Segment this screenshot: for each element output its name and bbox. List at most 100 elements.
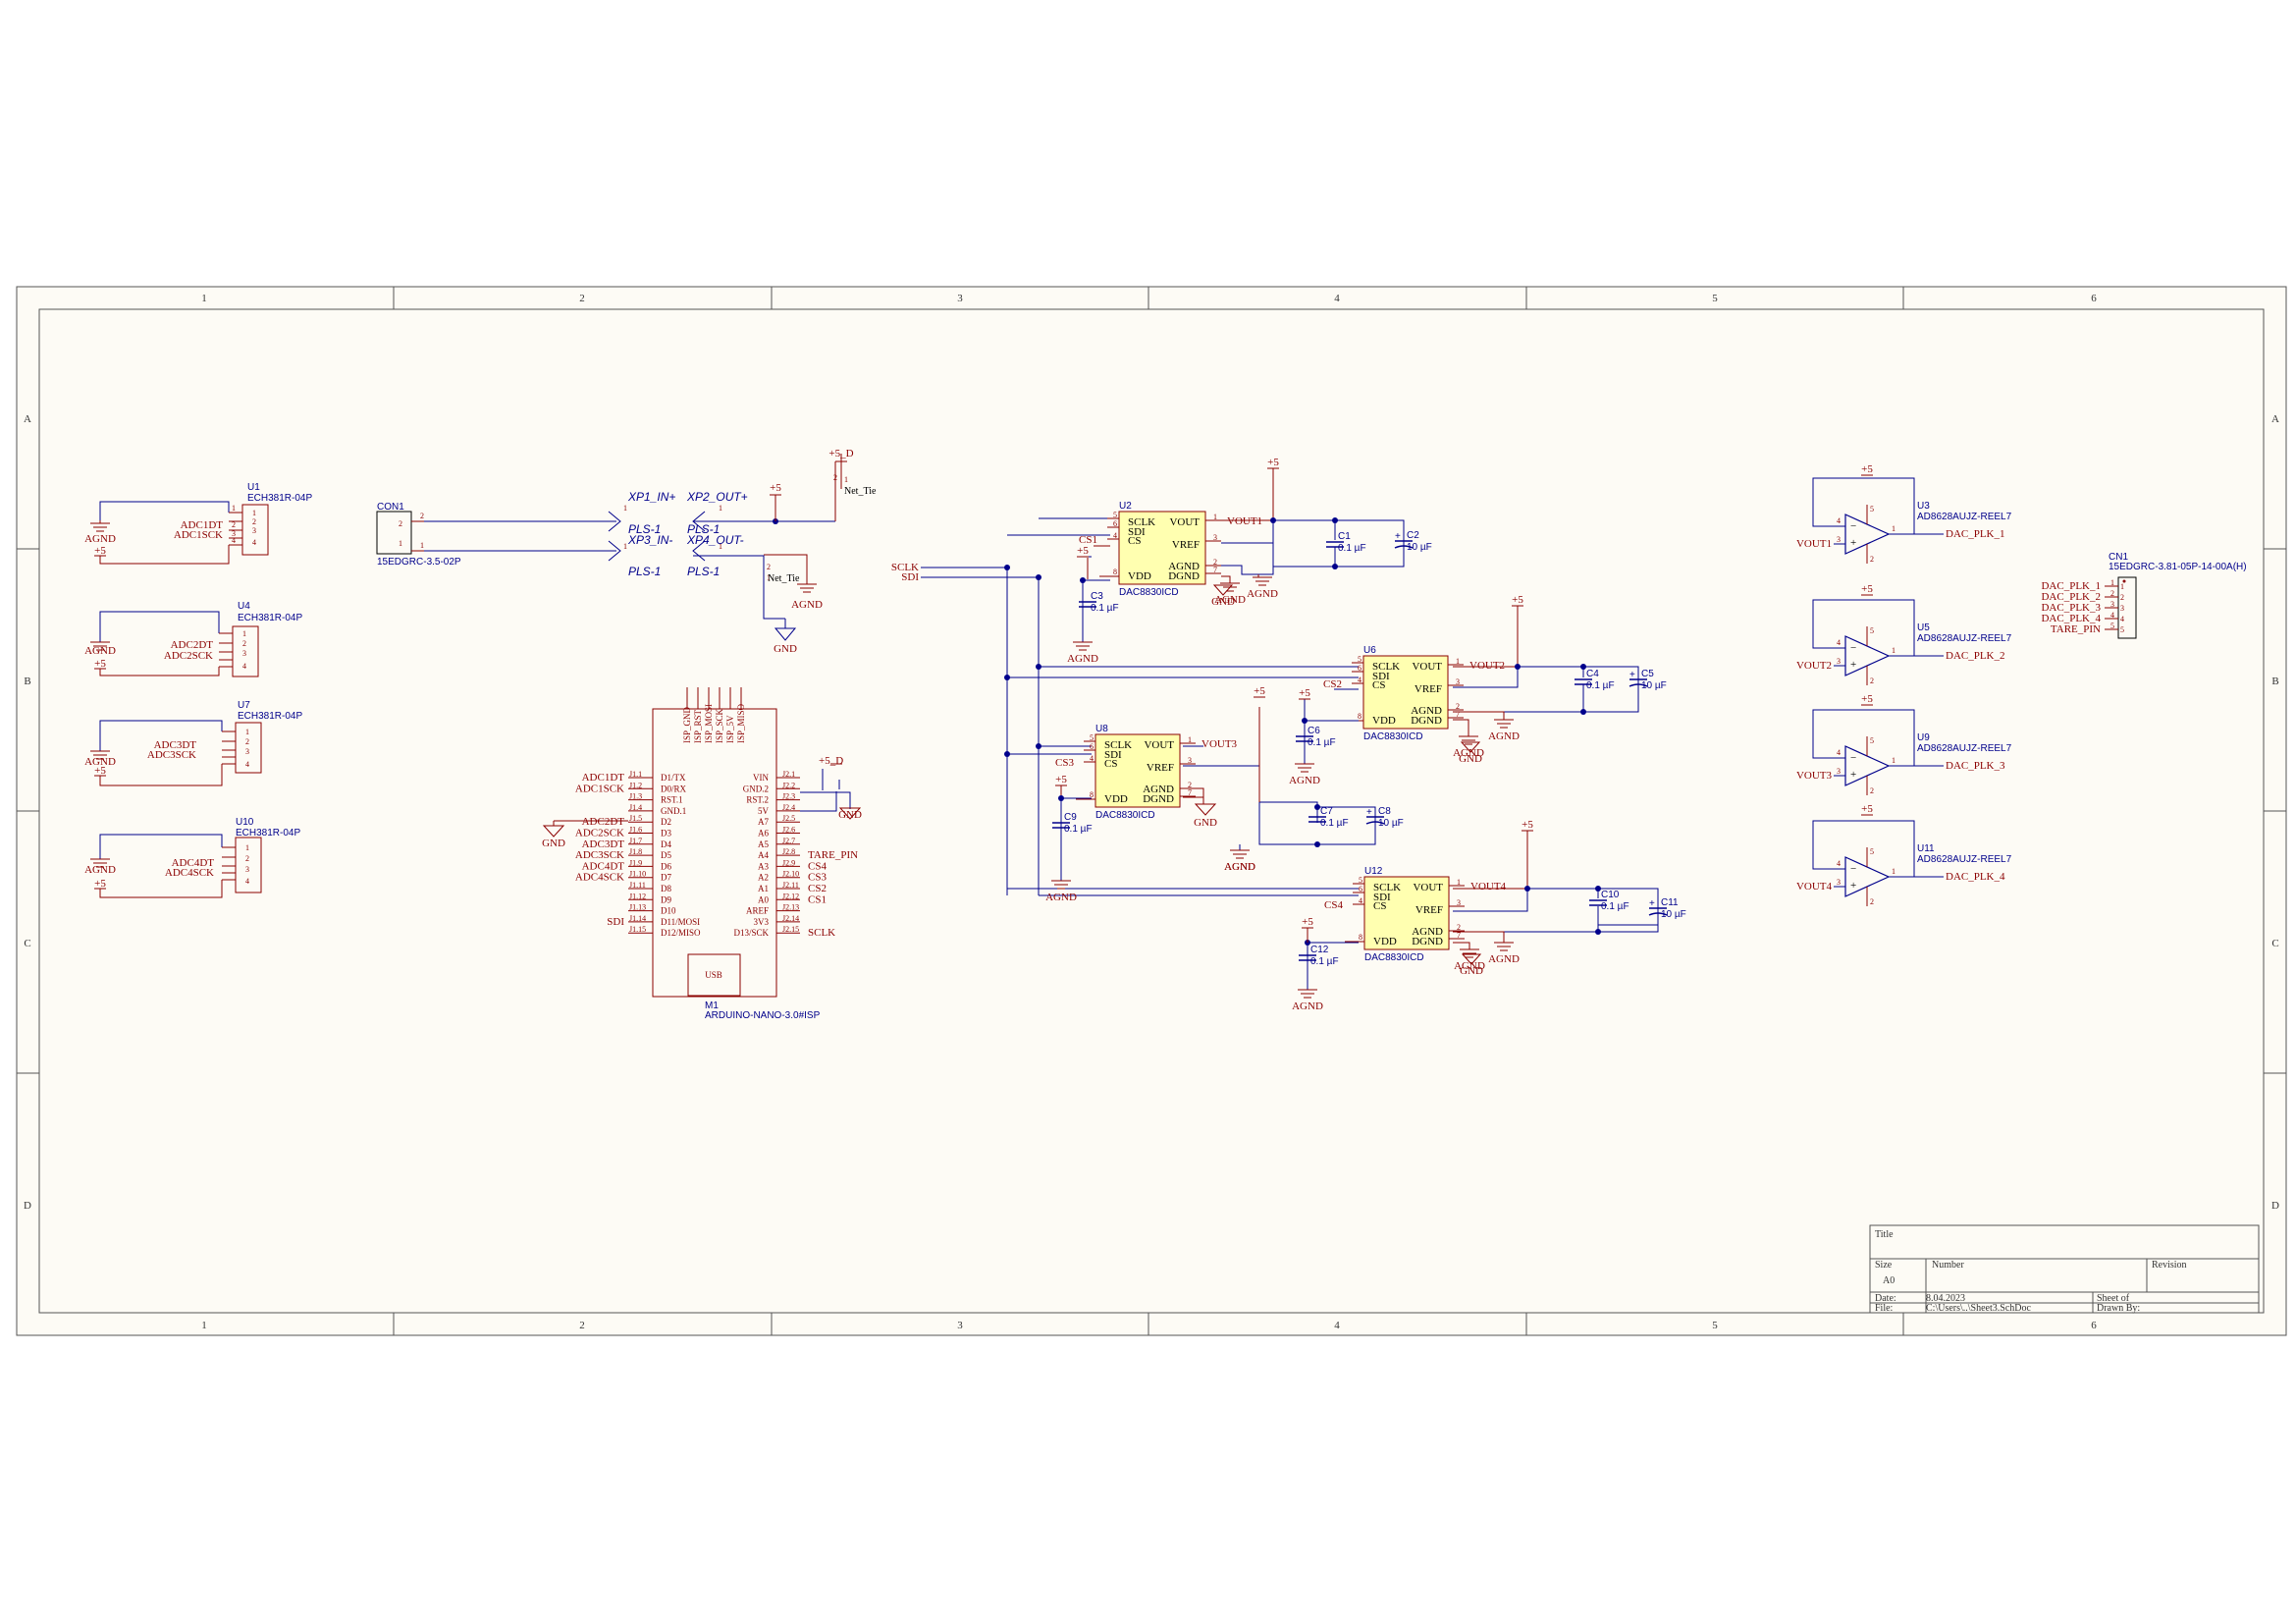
capacitor-value: 0.1 µF [1320, 818, 1349, 829]
dac-pin-vout: VOUT [1413, 882, 1443, 893]
opamp-part: AD8628AUJZ-REEL7 [1917, 854, 2012, 865]
capacitor-plus-sign: + [1629, 670, 1635, 680]
arduino-pin-number: J2.7 [782, 837, 795, 845]
svg-text:2: 2 [420, 512, 424, 520]
dac-part: DAC8830ICD [1364, 952, 1424, 963]
arduino-pin-name: D5 [661, 850, 671, 860]
svg-text:4: 4 [245, 760, 249, 769]
dac-pin-agnd: AGND [1412, 926, 1443, 938]
arduino-pin-name: A7 [758, 817, 769, 827]
agnd-symbol: AGND [1488, 942, 1520, 965]
arduino-pin-name: A6 [758, 829, 769, 839]
opamp-pin-num: 1 [1892, 524, 1896, 533]
arduino-pin-name: A4 [758, 850, 769, 860]
capacitor-c9[interactable]: C90.1 µF [1052, 812, 1093, 835]
cn1-pin-number: 4 [2120, 615, 2124, 623]
capacitor-c6[interactable]: C60.1 µF [1296, 726, 1336, 748]
arduino-pin-number: J1.10 [629, 870, 646, 879]
plus5-symbol: +5 [1512, 594, 1523, 607]
plus5-symbol: +5 [1861, 693, 1873, 706]
arduino-ref: M1 [705, 1001, 719, 1011]
arduino-pin-name: D0/RX [661, 784, 687, 793]
dac-cs-net: CS4 [1324, 899, 1343, 911]
plus5-symbol: +5 [1055, 774, 1067, 786]
arduino-net-label: ADC4DT [582, 860, 625, 872]
col-label-top-1: 1 [201, 293, 207, 304]
dac-pin-vout: VOUT [1144, 739, 1174, 751]
u7-agnd: AGND [84, 756, 116, 768]
dac-pin-num: 7 [1213, 566, 1217, 574]
capacitor-plus-sign: + [1366, 807, 1372, 818]
xp4-name: XP4_OUT- [686, 533, 744, 547]
u7-net-sck: ADC3SCK [147, 749, 196, 761]
xp3-type: PLS-1 [628, 565, 661, 578]
row-label-left-d: D [24, 1200, 31, 1212]
dac-pin-num: 8 [1090, 790, 1094, 799]
opamp-pin-num: 3 [1837, 878, 1841, 887]
capacitor-c7[interactable]: C70.1 µF [1308, 806, 1349, 829]
arduino-net-label: CS1 [808, 893, 827, 905]
arduino-pin-name: A5 [758, 839, 769, 849]
dac-pin-cs: CS [1372, 679, 1385, 691]
opamp-ref: U9 [1917, 732, 1930, 743]
gnd-label: GND [1194, 817, 1217, 829]
dac-pin-sdi: SDI [1128, 526, 1146, 538]
connector-con1[interactable]: CON1 15EDGRC-3.5-02P 2 1 21 [376, 502, 616, 568]
plus5-label: +5 [1522, 819, 1533, 831]
opamp-output-net: DAC_PLK_3 [1946, 760, 2005, 772]
opamp-minus-sign: − [1850, 642, 1856, 654]
opamp-ref: U11 [1917, 843, 1935, 854]
opamp-pin-num: 3 [1837, 657, 1841, 666]
dac-u2[interactable]: U2DAC8830ICDSCLKSDICSVDDVOUTVREFAGNDDGND… [1079, 501, 1262, 598]
row-label-right-b: B [2271, 676, 2278, 687]
drawn-by-label: Drawn By: [2097, 1303, 2140, 1314]
col-label-bottom-3: 3 [957, 1320, 963, 1331]
capacitor-c3[interactable]: C30.1 µF [1079, 591, 1119, 614]
plus5-label: +5 [1861, 803, 1873, 815]
arduino-net-label: SCLK [808, 927, 835, 939]
dac-u6[interactable]: U6DAC8830ICDSCLKSDICSVDDVOUTVREFAGNDDGND… [1323, 645, 1505, 742]
dac-pin-num: 1 [1457, 878, 1461, 887]
u1-net-dt: ADC1DT [181, 519, 224, 531]
gnd-symbol: GND [1194, 803, 1217, 829]
arduino-net-label: ADC2DT [582, 816, 625, 828]
sheet-frame: 1 2 3 4 5 6 1 2 3 4 5 6 A B C D A B C D [16, 286, 2287, 1336]
capacitor-c1[interactable]: C10.1 µF [1326, 531, 1366, 554]
cn1-pin-number-inner: 5 [2110, 622, 2114, 630]
arduino-top-pin-label: ISP_GND [682, 706, 692, 743]
dac-pin-agnd: AGND [1411, 705, 1442, 717]
dac-ref: U2 [1119, 501, 1132, 512]
u7-net-dt: ADC3DT [154, 739, 197, 751]
agnd-symbol: AGND [1067, 641, 1098, 665]
dac-u8[interactable]: U8DAC8830ICDSCLKSDICSVDDVOUTVREFAGNDDGND… [1055, 724, 1238, 821]
svg-text:2: 2 [767, 563, 771, 571]
plus5-label: +5 [1861, 693, 1873, 705]
u4-net-dt: ADC2DT [171, 639, 214, 651]
dac-vout-net: VOUT4 [1470, 881, 1507, 893]
dac-pin-dgnd: DGND [1411, 715, 1442, 727]
capacitor-c4[interactable]: C40.1 µF [1575, 669, 1615, 691]
dac-u12[interactable]: U12DAC8830ICDSCLKSDICSVDDVOUTVREFAGNDDGN… [1324, 866, 1507, 963]
opamp-pin-num: 4 [1837, 748, 1841, 757]
arduino-pin-name: A0 [758, 894, 769, 904]
dac-pin-sclk: SCLK [1373, 882, 1401, 893]
agnd-label: AGND [1488, 730, 1520, 742]
